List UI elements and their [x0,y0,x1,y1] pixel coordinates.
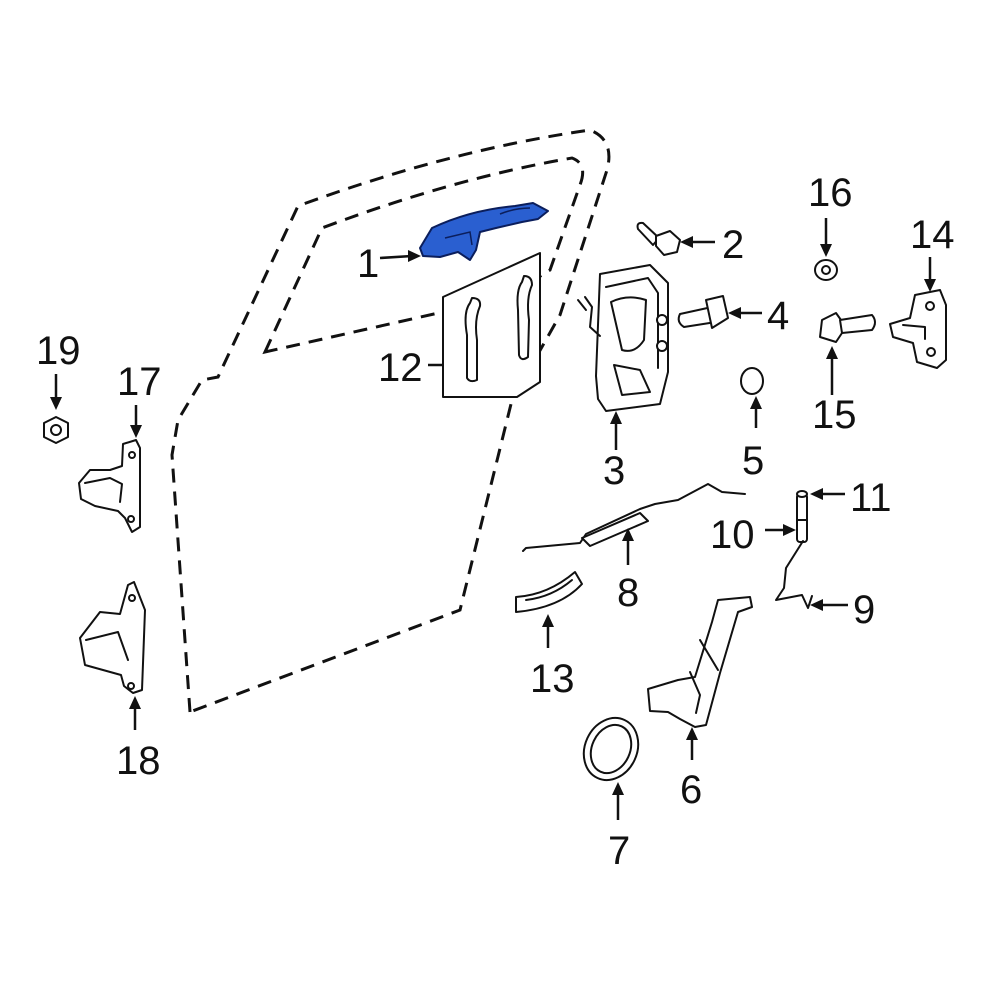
callout-16: 16 [808,171,853,257]
callout-label-10: 10 [710,513,755,557]
callout-1: 1 [357,242,421,286]
door-striker-part [889,289,947,369]
callout-label-13: 13 [530,657,575,701]
callout-7: 7 [608,782,630,873]
callout-18: 18 [116,696,161,783]
callout-2: 2 [680,223,744,267]
exterior-door-handle-part[interactable] [419,202,549,261]
door-lock-actuator-bracket-part [647,596,753,728]
callout-label-7: 7 [608,829,630,873]
grommet-part [582,716,640,782]
nut-part [43,416,69,444]
callout-15: 15 [812,346,857,437]
shield-part [515,571,583,613]
plug-part [740,367,764,395]
callout-label-5: 5 [742,439,764,483]
lock-link-part [775,540,813,609]
callout-label-2: 2 [722,223,744,267]
lower-hinge-part [79,581,146,694]
callout-5: 5 [742,396,764,483]
callout-label-3: 3 [603,449,625,493]
callout-14: 14 [910,213,955,292]
callout-13: 13 [530,614,575,701]
callout-12: 12 [378,346,443,390]
callout-19: 19 [36,329,81,410]
callout-label-16: 16 [808,171,853,215]
callout-4: 4 [728,294,789,338]
callout-17: 17 [117,360,162,438]
callout-label-11: 11 [850,476,892,520]
pin-part [796,490,808,543]
callout-label-9: 9 [853,588,875,632]
callout-label-15: 15 [812,393,857,437]
callout-label-17: 17 [117,360,162,404]
callout-6: 6 [680,727,702,812]
striker-bolt-part [819,312,876,343]
callout-8: 8 [617,528,639,615]
lock-rod-part [522,483,746,552]
callout-label-19: 19 [36,329,81,373]
door-outline [170,128,611,715]
callout-label-14: 14 [910,213,955,257]
callout-11: 11 [810,476,892,520]
door-latch-part [577,264,669,412]
callout-10: 10 [710,513,796,557]
callout-label-18: 18 [116,739,161,783]
callout-label-8: 8 [617,571,639,615]
callout-label-6: 6 [680,768,702,812]
callout-3: 3 [603,411,625,493]
callout-label-4: 4 [767,294,789,338]
callout-label-1: 1 [357,242,379,286]
callout-9: 9 [810,588,875,632]
callout-label-12: 12 [378,346,423,390]
screw-part [677,295,729,329]
upper-hinge-part [78,439,141,533]
callouts: 1 2 3 4 5 6 [36,171,955,873]
handle-gasket-kit-part [442,252,541,398]
bolt-part [636,221,681,256]
washer-part [814,259,838,281]
